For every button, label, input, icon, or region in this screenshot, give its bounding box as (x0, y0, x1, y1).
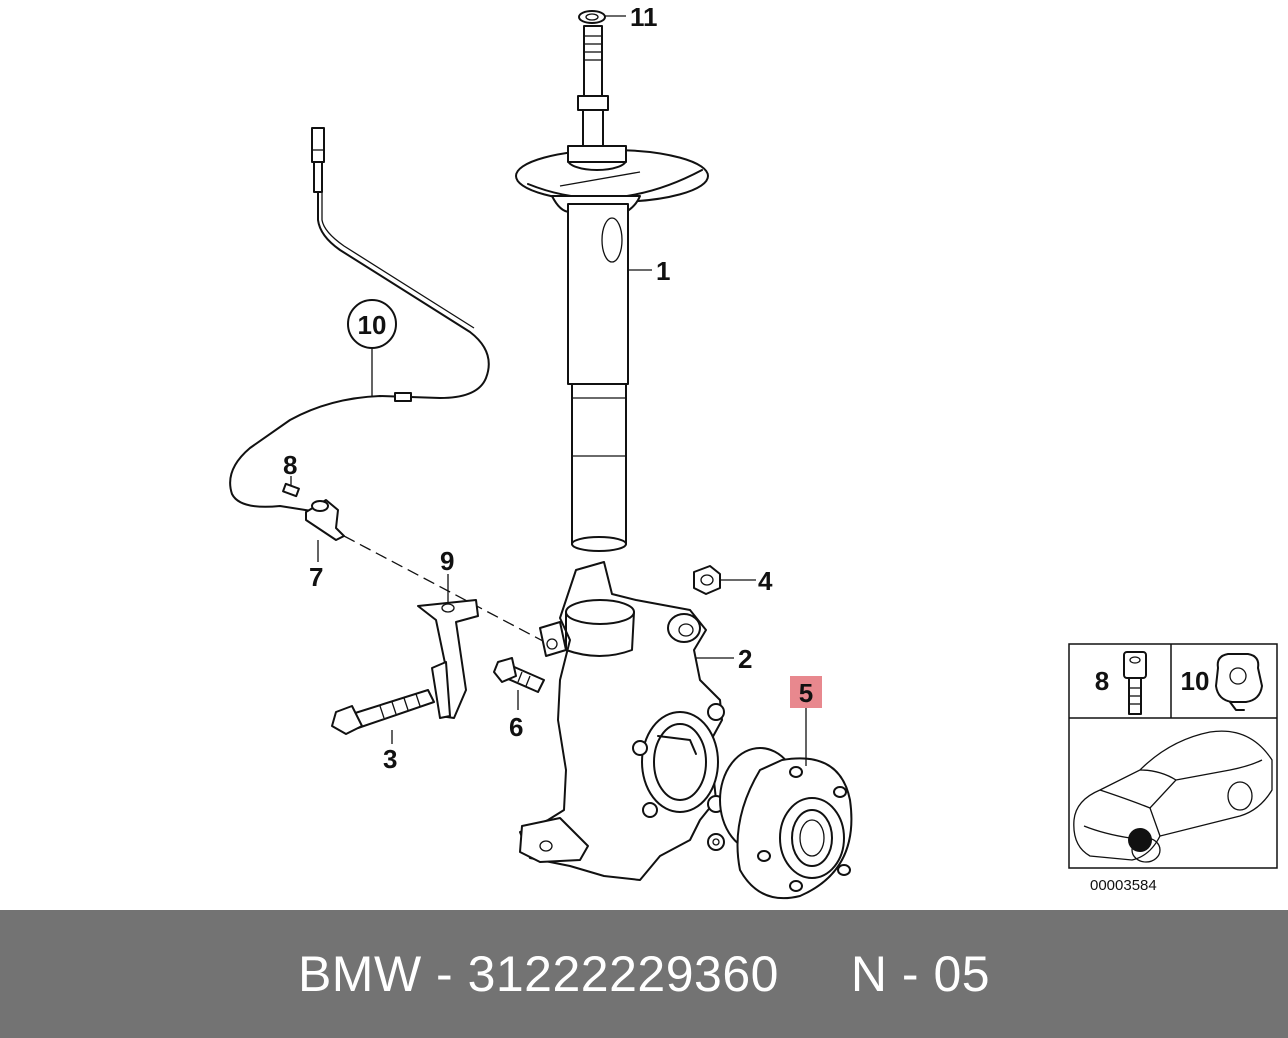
callout-10: 10 (358, 310, 387, 340)
inset-label-8: 8 (1095, 666, 1109, 696)
callout-9: 9 (440, 546, 454, 576)
callout-5-highlight (790, 676, 822, 708)
car-location-icon (1073, 730, 1273, 863)
inset-label-10: 10 (1181, 666, 1210, 696)
sensor-bracket (417, 599, 479, 719)
callout-11: 11 (630, 2, 658, 32)
strut-top-nut (578, 10, 606, 24)
callout-2: 2 (738, 644, 752, 674)
shock-absorber-strut (515, 25, 709, 552)
callout-10-circle (347, 299, 397, 349)
parts-diagram: .ln { fill: none; stroke: #111; stroke-w… (229, 2, 1278, 900)
bolt-icon (1123, 651, 1147, 715)
self-locking-nut (693, 565, 721, 595)
callout-4: 4 (758, 566, 773, 596)
wheel-speed-sensor-cable (229, 127, 490, 513)
inset-panel (1068, 643, 1278, 869)
abs-speed-sensor (305, 499, 345, 541)
callout-3: 3 (383, 744, 397, 774)
part-number-caption: BMW - 31222229360 N - 05 (297, 946, 991, 1002)
diagram-reference-number: 00003584 (1090, 877, 1157, 894)
sensor-bolt (282, 482, 300, 498)
wheel-hub-bearing (707, 747, 853, 900)
callout-6: 6 (509, 712, 523, 742)
callout-1: 1 (656, 256, 670, 286)
hex-bolt-short (493, 657, 545, 693)
parts-diagram-svg: .ln { fill: none; stroke: #111; stroke-w… (229, 2, 1278, 900)
hex-bolt-long (331, 689, 435, 735)
callout-5: 5 (799, 678, 813, 708)
callout-7: 7 (309, 562, 323, 592)
callout-8: 8 (283, 450, 297, 480)
leader-lines (290, 15, 807, 766)
footer-bar: BMW - 31222229360 N - 05 (0, 910, 1288, 1038)
steering-knuckle (519, 561, 725, 881)
cable-clip-icon (1215, 653, 1263, 711)
